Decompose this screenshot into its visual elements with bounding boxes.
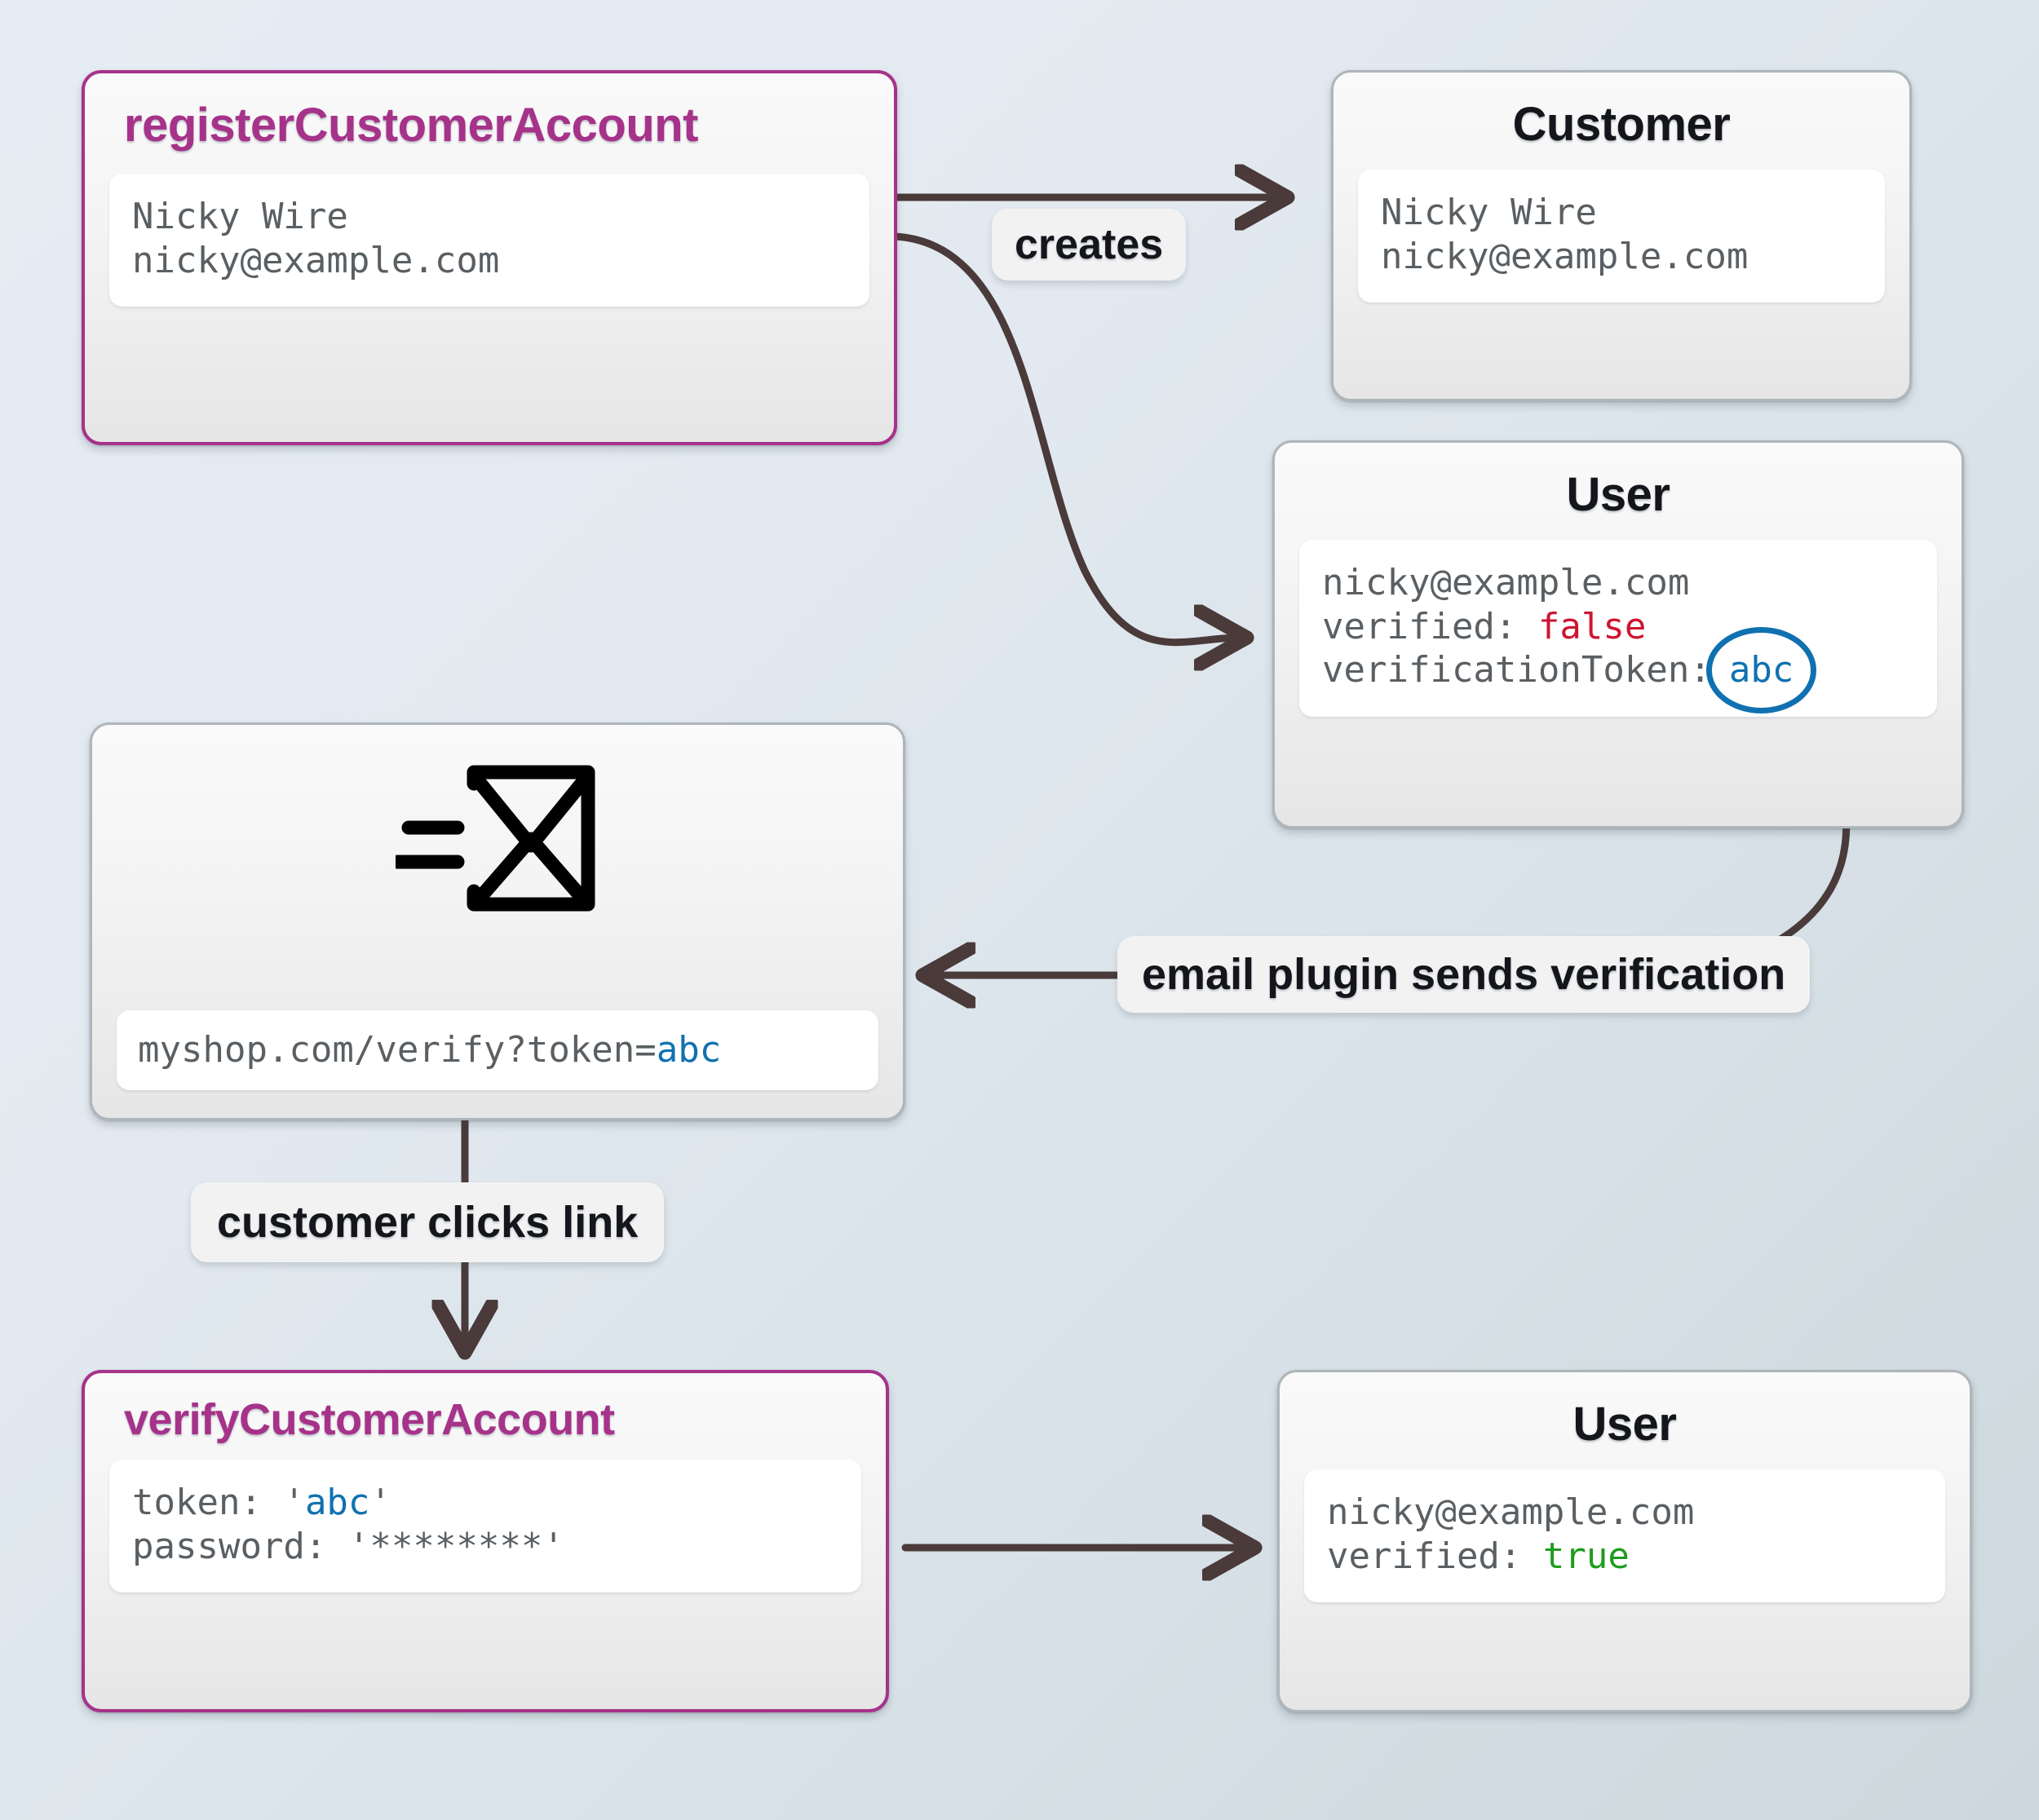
user-field-email: nicky@example.com: [1322, 562, 1690, 603]
customer-field-name: Nicky Wire: [1381, 192, 1597, 233]
email-link-panel[interactable]: myshop.com/verify?token=abc: [117, 1010, 878, 1090]
edge-label-clicks-link: customer clicks link: [191, 1182, 665, 1262]
send-email-icon-wrap: [92, 761, 903, 916]
user-field-verified: verified: false: [1322, 605, 1914, 649]
customer-fields-panel: Nicky Wire nicky@example.com: [1358, 170, 1885, 303]
edge-label-creates: creates: [992, 209, 1187, 281]
register-field-email: nicky@example.com: [132, 239, 500, 281]
user-field-verified-key: verified:: [1322, 605, 1538, 647]
user-verified-verified: verified: true: [1327, 1535, 1922, 1579]
node-title-user-verified: User: [1572, 1398, 1677, 1451]
edge-label-email-plugin: email plugin sends verification: [1117, 936, 1811, 1013]
user-unverified-fields-panel: nicky@example.com verified: false verifi…: [1299, 540, 1937, 718]
user-field-token-value: abc: [1728, 649, 1794, 691]
user-field-token: verificationToken: abc: [1322, 627, 1914, 713]
node-user-verified[interactable]: User nicky@example.com verified: true: [1277, 1370, 1972, 1712]
verify-token-key: token:: [132, 1482, 284, 1523]
register-field-name: Nicky Wire: [132, 196, 348, 237]
verify-token-quote-close: ': [369, 1482, 391, 1523]
user-verified-key: verified:: [1327, 1535, 1543, 1577]
verify-fields-panel: token: 'abc' password: '********': [109, 1460, 861, 1593]
user-verified-fields-panel: nicky@example.com verified: true: [1304, 1469, 1945, 1603]
verify-field-password: password: '********': [132, 1525, 564, 1567]
node-title-verify: verifyCustomerAccount: [124, 1395, 615, 1444]
node-title-customer: Customer: [1512, 98, 1731, 151]
user-field-token-key: verificationToken:: [1322, 649, 1711, 691]
token-highlight-circle: abc: [1705, 627, 1817, 713]
node-user-unverified[interactable]: User nicky@example.com verified: false v…: [1272, 440, 1964, 828]
verify-field-token: token: 'abc': [132, 1481, 838, 1525]
node-customer-entity[interactable]: Customer Nicky Wire nicky@example.com: [1331, 70, 1912, 401]
verify-token-value: abc: [304, 1482, 370, 1523]
node-title-user-unverified: User: [1566, 468, 1670, 521]
node-register-customer-account[interactable]: registerCustomerAccount Nicky Wire nicky…: [82, 70, 897, 445]
node-verify-customer-account[interactable]: verifyCustomerAccount token: 'abc' passw…: [82, 1370, 889, 1712]
register-fields-panel: Nicky Wire nicky@example.com: [109, 174, 869, 307]
send-email-icon: [396, 765, 595, 912]
user-verified-value: true: [1542, 1535, 1630, 1577]
user-field-verified-value: false: [1537, 605, 1647, 647]
node-title-register: registerCustomerAccount: [124, 99, 698, 152]
user-verified-email: nicky@example.com: [1327, 1491, 1695, 1533]
edge-creates-user: [891, 232, 1240, 643]
verify-token-quote-open: ': [283, 1482, 305, 1523]
node-email-message[interactable]: myshop.com/verify?token=abc: [90, 722, 905, 1120]
customer-field-email: nicky@example.com: [1381, 235, 1749, 277]
email-verify-link[interactable]: myshop.com/verify?token=abc: [138, 1028, 857, 1072]
email-link-prefix: myshop.com/verify?token=: [138, 1029, 657, 1071]
email-link-token: abc: [656, 1029, 722, 1071]
